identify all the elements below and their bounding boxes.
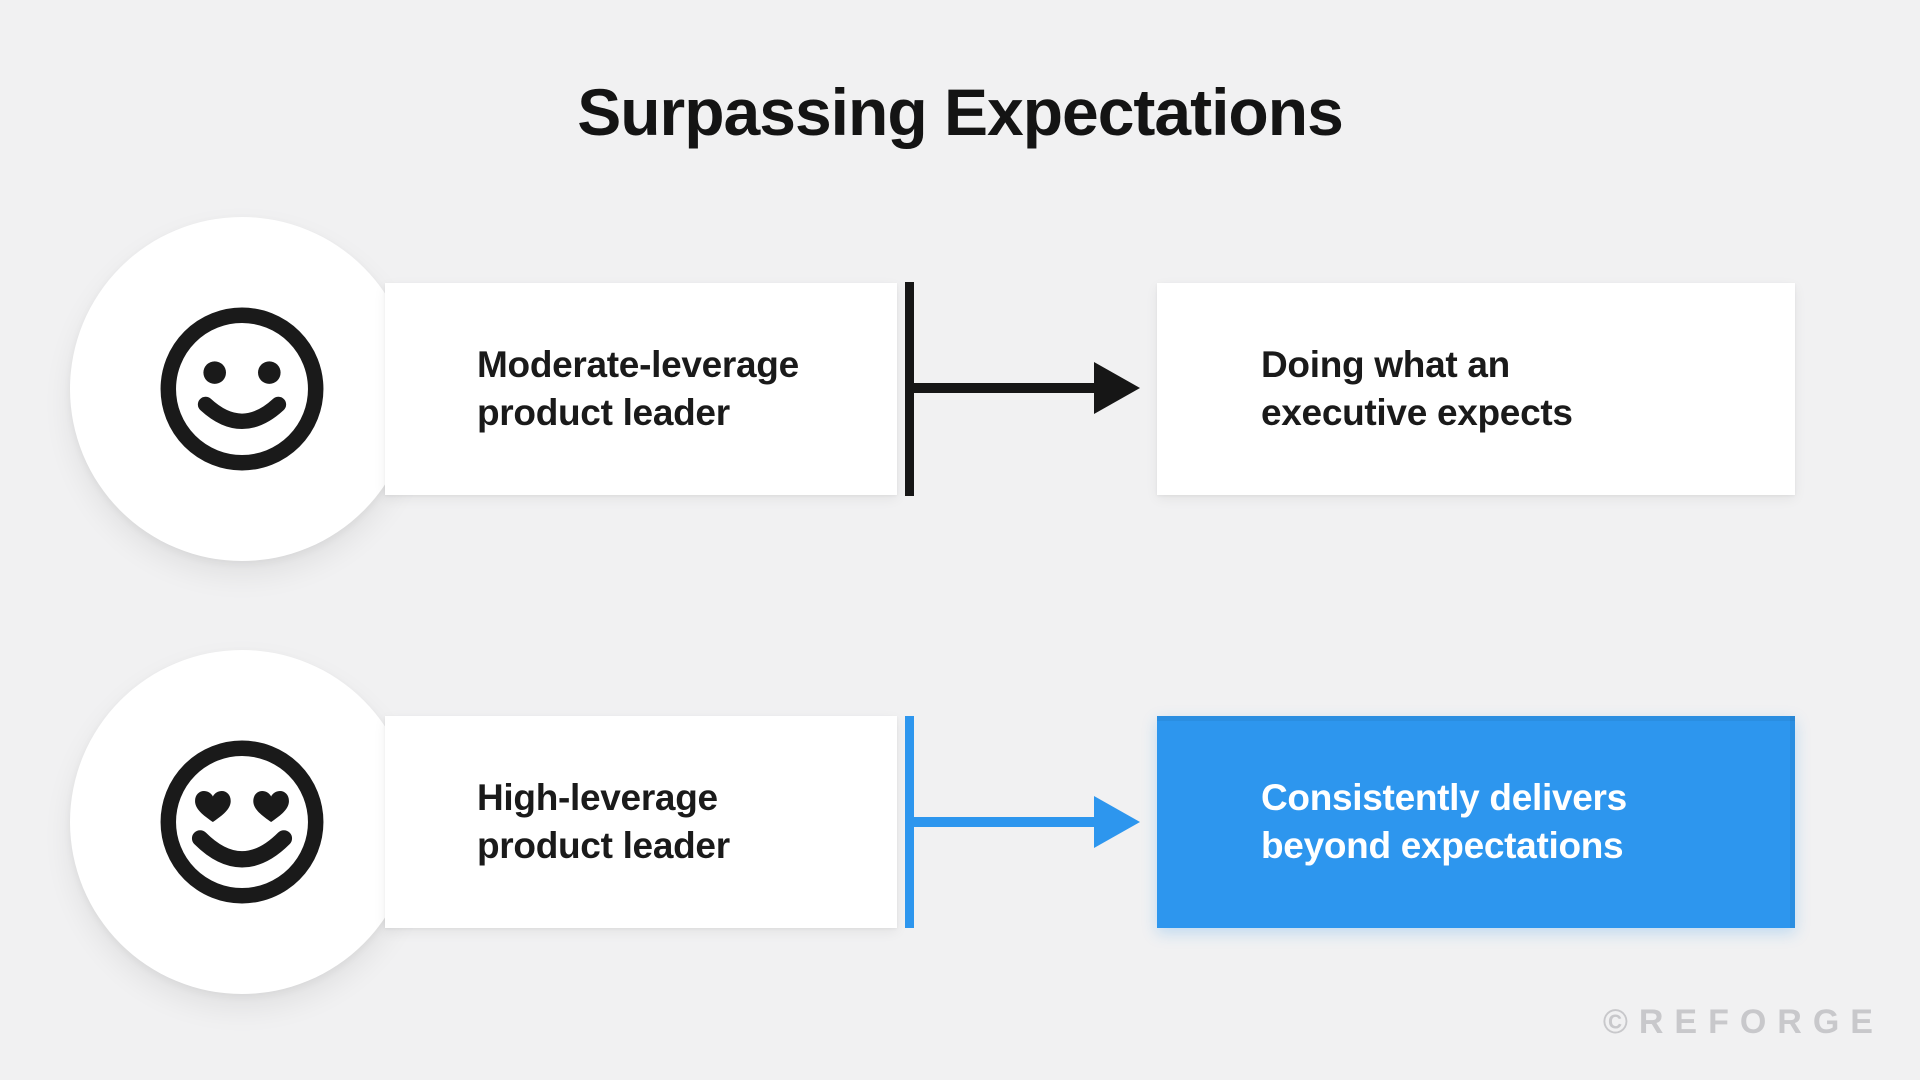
arrow-shaft xyxy=(914,817,1096,827)
source-node-label-line1: High-leverage xyxy=(477,777,718,818)
arrow-shaft xyxy=(914,383,1096,393)
result-node: Doing what an executive expects xyxy=(1157,283,1795,495)
heart-eyes-face-icon xyxy=(160,740,324,904)
smiley-face-icon xyxy=(160,307,324,471)
emotion-badge xyxy=(70,217,414,561)
emotion-badge xyxy=(70,650,414,994)
source-node-label-line1: Moderate-leverage xyxy=(477,344,799,385)
arrow-head-icon xyxy=(1094,362,1140,414)
source-node: Moderate-leverage product leader xyxy=(385,283,897,495)
source-node-label-line2: product leader xyxy=(477,392,730,433)
result-node-label-line1: Consistently delivers xyxy=(1261,777,1627,818)
connector-bar xyxy=(905,282,914,496)
connector-bar xyxy=(905,716,914,928)
source-node-label-line2: product leader xyxy=(477,825,730,866)
result-node-highlighted: Consistently delivers beyond expectation… xyxy=(1157,716,1795,928)
result-node-label-line2: beyond expectations xyxy=(1261,825,1624,866)
result-node-label-line2: executive expects xyxy=(1261,392,1573,433)
reforge-watermark: ©REFORGE xyxy=(1602,1003,1884,1041)
diagram-title: Surpassing Expectations xyxy=(577,75,1344,150)
arrow-head-icon xyxy=(1094,796,1140,848)
source-node: High-leverage product leader xyxy=(385,716,897,928)
result-node-label-line1: Doing what an xyxy=(1261,344,1510,385)
